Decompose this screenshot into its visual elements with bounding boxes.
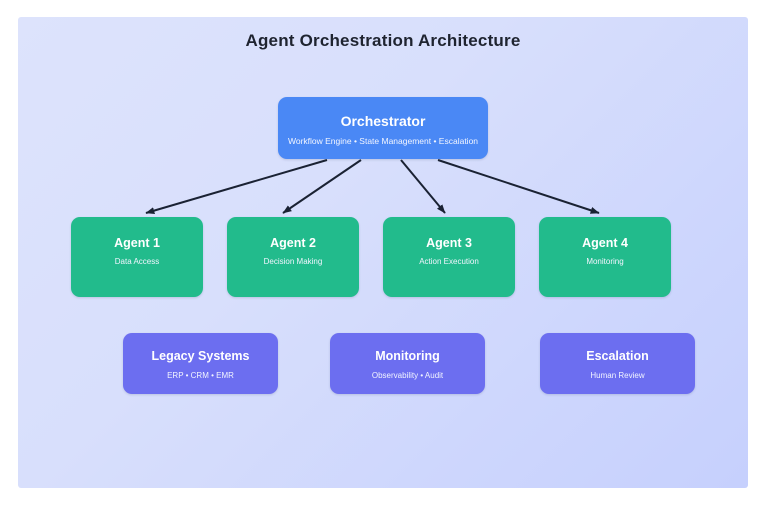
node-agent-2-title: Agent 2	[270, 236, 316, 250]
node-agent-4-subtitle: Monitoring	[586, 256, 624, 266]
node-escalation-subtitle: Human Review	[590, 370, 645, 380]
node-agent-1[interactable]: Agent 1 Data Access	[71, 217, 203, 297]
diagram-canvas: Agent Orchestration Architecture Orchest…	[18, 17, 748, 488]
node-legacy-systems[interactable]: Legacy Systems ERP • CRM • EMR	[123, 333, 278, 394]
edge-orchestrator-to-agent-3	[400, 159, 446, 214]
node-escalation[interactable]: Escalation Human Review	[540, 333, 695, 394]
edge-orchestrator-to-agent-1	[145, 159, 328, 214]
node-agent-2-subtitle: Decision Making	[263, 256, 323, 266]
node-agent-3-title: Agent 3	[426, 236, 472, 250]
node-agent-1-subtitle: Data Access	[114, 256, 160, 266]
node-agent-4[interactable]: Agent 4 Monitoring	[539, 217, 671, 297]
node-monitoring-subtitle: Observability • Audit	[371, 370, 444, 380]
node-agent-3[interactable]: Agent 3 Action Execution	[383, 217, 515, 297]
node-orchestrator-subtitle: Workflow Engine • State Management • Esc…	[287, 136, 479, 146]
node-monitoring-title: Monitoring	[375, 349, 440, 363]
node-agent-2[interactable]: Agent 2 Decision Making	[227, 217, 359, 297]
node-escalation-title: Escalation	[586, 349, 649, 363]
node-agent-1-title: Agent 1	[114, 236, 160, 250]
node-legacy-systems-title: Legacy Systems	[151, 349, 250, 363]
edge-orchestrator-to-agent-4	[437, 159, 600, 214]
node-agent-3-subtitle: Action Execution	[419, 256, 479, 266]
edge-orchestrator-to-agent-2	[282, 159, 362, 214]
node-monitoring[interactable]: Monitoring Observability • Audit	[330, 333, 485, 394]
page-title: Agent Orchestration Architecture	[245, 31, 521, 50]
node-orchestrator[interactable]: Orchestrator Workflow Engine • State Man…	[278, 97, 488, 159]
node-agent-4-title: Agent 4	[582, 236, 628, 250]
node-orchestrator-title: Orchestrator	[340, 113, 426, 129]
node-legacy-systems-subtitle: ERP • CRM • EMR	[167, 370, 234, 380]
